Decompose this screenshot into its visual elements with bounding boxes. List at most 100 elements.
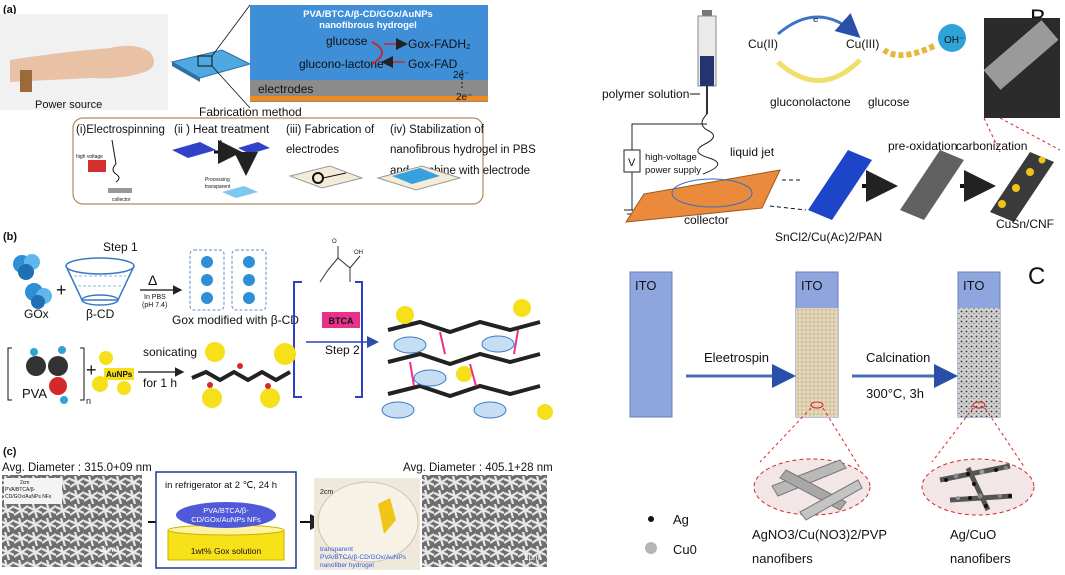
step-iii-label-2: electrodes [286,144,339,156]
svg-text:high voltage: high voltage [76,154,103,160]
subpanel-a-tag: (a) [3,4,17,16]
oh-ion [938,24,966,52]
cu0-legend-marker [645,542,657,554]
pva-structure [7,346,85,404]
step-i-label: (i)Electrospinning [76,124,165,136]
nfs-label-2: CD/GOx/AuNPs NFs [191,515,261,524]
heat-treatment-sketch: Δ Processing transparent [172,139,270,198]
panel-b: B polymer solution liquid jet V high-vol… [602,5,1061,244]
collector-label: collector [684,213,729,227]
aunps-label: AuNPs [106,370,133,379]
for-1h-label: for 1 h [143,376,177,390]
svg-text:transparent: transparent [205,184,231,190]
agcuo-particles [944,466,1012,508]
step2-label: Step 2 [325,343,360,357]
bracket-left [293,281,302,398]
ito-substrate-1 [629,271,673,418]
subpanel-a: (a) Power source PVA/BTCA/β-CD/GOx/AuNPs… [0,4,536,205]
electrospinning-sketch: high voltage collector [76,139,132,203]
cu0-legend-label: Cu0 [673,542,697,557]
subpanel-b-tag: (b) [3,231,17,243]
power-source-device [20,70,32,92]
agno3-label-2: nanofibers [752,551,813,566]
syringe [697,10,717,114]
scale-bar-1: 2cm [20,480,29,486]
liquid-jet-spiral [697,113,719,175]
glucose-label: glucose [326,34,368,48]
sem-image-2 [422,475,547,567]
precursor-fiber-layer [796,308,838,417]
voltage-source [623,149,641,173]
step-iv-label-1: (iv) Stabilization of [390,124,485,136]
calcination-condition: 300°C, 3h [866,386,924,401]
svg-text:O: O [332,239,337,245]
subpanel-c-tag: (c) [3,446,17,458]
scale-bar-3: 2μm [100,545,116,554]
glucose-label-b: glucose [868,95,910,109]
cusn-cnf-fiber [990,152,1054,222]
scale-bar-2: 2cm [320,489,333,496]
plus-sign-2: + [86,360,97,380]
agno3-label-1: AgNO3/Cu(NO3)2/PVP [752,527,887,542]
step-iii-label-1: (iii) Fabrication of [286,124,375,136]
panel-a: A (a) Power source PVA/BTCA/β-CD/GOx/AuN… [0,4,553,570]
ph-label: (pH 7.4) [142,302,167,309]
step1-label: Step 1 [103,240,138,254]
beta-cd-label: β-CD [86,307,115,321]
bracket-right [355,281,363,398]
nfs-label-1: PVA/BTCA/β- [203,506,249,515]
ito-label-3: ITO [963,278,984,293]
scale-bar-5: 2μm [524,553,540,562]
avg-diameter-2: Avg. Diameter : 405.1+28 nm [403,462,553,474]
transparent-label-2: PVA/BTCA/β-CD/GOx/AuNPs [320,554,407,561]
power-source-label: Power source [35,99,102,111]
ag-legend-label: Ag [673,512,689,527]
sem-inset [4,478,62,504]
nfs-disc [176,502,276,528]
ag-legend-marker [648,516,654,522]
btca-label: BTCA [329,316,354,326]
svg-text:OH: OH [354,250,363,256]
avg-diameter-1: Avg. Diameter : 315.0+09 nm [2,462,152,474]
svg-text:collector: collector [112,197,131,203]
calcined-fiber-layer [958,308,1000,417]
pva-aunp-chain [191,342,296,408]
cusn-label: CuSn/CNF [996,217,1054,231]
zoom-box [197,55,213,67]
delta-symbol: Δ [148,272,157,288]
ito-label-2: ITO [801,278,822,293]
agcuo-label-1: Ag/CuO [950,527,996,542]
electrodes-label: electrodes [258,82,313,96]
carbonization-label: carbonization [956,139,1027,153]
subpanel-b: (b) Step 1 GOx + β-CD Δ I [3,231,553,420]
device-sketch [170,49,252,79]
plus-sign-1: + [56,280,67,300]
oxidized-fiber [900,150,964,220]
btca-molecule: O OH [319,239,363,283]
electron-label-1: 2e⁻ [453,70,469,81]
sncl2-label: SnCl2/Cu(Ac)2/PAN [775,230,882,244]
voltage-label: V [628,157,636,169]
gox-molecule [13,254,52,309]
step-ii-label: (ii ) Heat treatment [174,124,270,136]
svg-text:Processing: Processing [205,177,230,183]
high-voltage-label: high-voltage [645,152,697,163]
sem-inset-label-1: PVA/BTCA/β- [5,487,36,493]
sem-inset-label-2: CD/GOx/AuNPs NFs [5,494,52,500]
fabrication-box [72,117,484,205]
cu2-label: Cu(II) [748,37,778,51]
sonicating-label: sonicating [143,345,197,359]
oh-label: OH⁻ [944,35,964,46]
hydrogel-title-1: PVA/BTCA/β-CD/GOx/AuNPs [303,9,433,20]
cu3-label: Cu(III) [846,37,879,51]
panel-c: C ITO Eleetrospin ITO Calcination 300°C,… [629,263,1045,566]
gox-solution-label: 1wt% Gox solution [191,546,262,556]
transparent-label-1: transparent [320,546,353,553]
gox-modified-stack [189,249,267,311]
in-pbs-label: In PBS [144,294,166,301]
calcination-label: Calcination [866,350,930,365]
step-iv-label-2: nanofibrous hydrogel in PBS [390,144,536,156]
electrodes-sketch [288,165,364,189]
electrospin-label: Eleetrospin [704,350,769,365]
collector-plate [625,169,781,223]
